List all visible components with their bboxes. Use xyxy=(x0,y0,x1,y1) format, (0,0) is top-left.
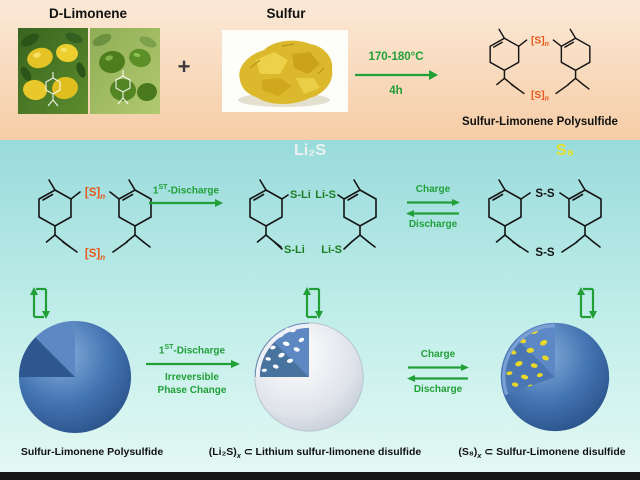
sn-label: [S]n xyxy=(531,36,550,49)
s-s-label: S-S xyxy=(535,188,555,200)
polysulfide-structure: [S]n [S]n xyxy=(38,179,152,262)
sn-label: [S]n xyxy=(85,187,105,201)
limonene-structure-overlay xyxy=(115,70,131,105)
footer-label-li2s: (Li₂S)x ⊂ Lithium sulfur-limonene disulf… xyxy=(208,446,422,461)
charge-arrow xyxy=(408,364,469,371)
limonene-structure-overlay xyxy=(45,72,61,107)
first-discharge-label: 1ST-Discharge xyxy=(152,184,220,197)
polysulfide-sphere xyxy=(18,320,132,434)
s8-sphere xyxy=(500,322,610,432)
sn-label: [S]n xyxy=(531,90,550,103)
charge-label: Charge xyxy=(415,184,451,195)
vertical-exchange-icon xyxy=(30,287,50,319)
s-s-label: S-S xyxy=(535,247,555,259)
li-s-label: Li-S xyxy=(315,189,336,201)
sn-label: [S]n xyxy=(85,248,105,262)
vertical-exchange-icon xyxy=(303,287,323,319)
phase-change-label: Phase Change xyxy=(157,385,227,396)
product-label: Sulfur-Limonene Polysulfide xyxy=(462,116,618,128)
plus-sign: + xyxy=(177,54,191,79)
bottom-bar xyxy=(0,472,640,480)
sulfur-particles xyxy=(506,328,549,389)
first-discharge-arrow xyxy=(146,360,240,368)
vertical-exchange-icon xyxy=(577,287,597,319)
discharge-arrow xyxy=(407,375,468,382)
li2s-sphere xyxy=(254,322,364,432)
li2s-header: Li₂S xyxy=(294,142,326,159)
charge-arrow xyxy=(407,199,460,206)
footer-label-polysulfide: Sulfur-Limonene Polysulfide xyxy=(20,446,164,458)
charge-label: Charge xyxy=(420,349,456,360)
reaction-arrow xyxy=(355,70,438,80)
irreversible-label: Irreversible xyxy=(165,372,219,383)
first-discharge-label: 1ST-Discharge xyxy=(158,344,226,357)
s-li-label: S-Li xyxy=(290,189,311,201)
lime-photo xyxy=(90,28,160,114)
footer-label-s8: (S₈)x ⊂ Sulfur-Limonene disulfide xyxy=(458,446,626,461)
lithiated-structure: S-Li S-Li Li-S Li-S xyxy=(249,179,377,256)
reaction-temp: 170-180°C xyxy=(368,51,424,63)
reaction-time: 4h xyxy=(389,85,403,97)
sulfur-label: Sulfur xyxy=(266,6,306,21)
d-limonene-label: D-Limonene xyxy=(48,6,127,21)
s-li-label: S-Li xyxy=(284,244,305,256)
first-discharge-arrow xyxy=(149,199,223,207)
disulfide-structure: S-S S-S xyxy=(488,179,602,259)
li-s-label: Li-S xyxy=(321,244,342,256)
discharge-label: Discharge xyxy=(413,384,463,395)
lemon-photo xyxy=(18,28,88,114)
product-structure: [S]n [S]n xyxy=(489,28,591,103)
sulfur-photo xyxy=(222,30,348,112)
discharge-label: Discharge xyxy=(408,219,458,230)
discharge-arrow xyxy=(406,210,459,217)
s8-header: S₈ xyxy=(555,142,575,159)
